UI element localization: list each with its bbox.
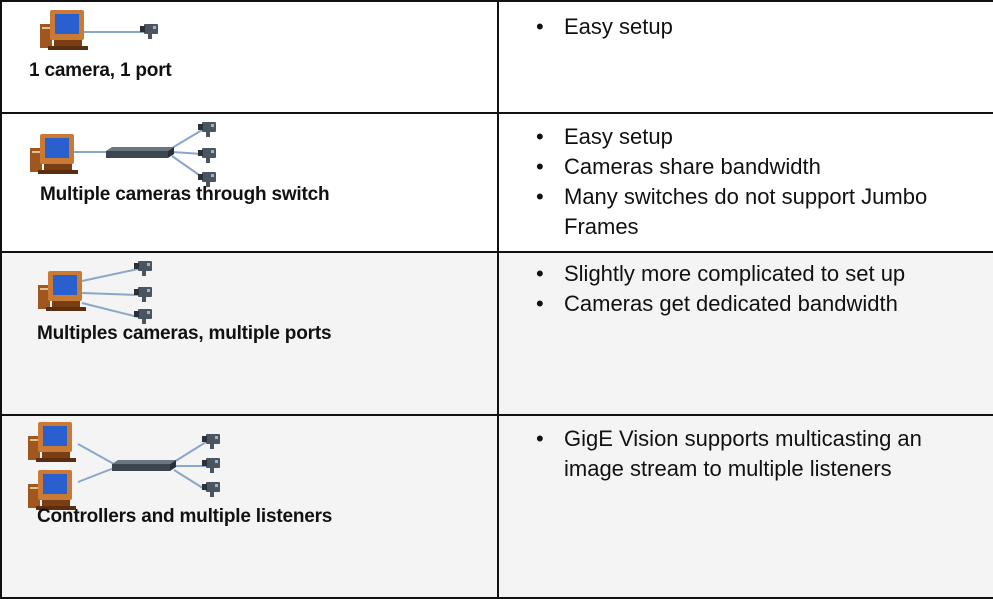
bullet-list: GigE Vision supports multicasting an ima… [536, 424, 973, 484]
configuration-cell: 1 camera, 1 port [0, 0, 499, 114]
network-switch-icon [112, 460, 176, 471]
computer-icon [40, 10, 88, 50]
camera-icon [134, 287, 152, 302]
bullet-list: Slightly more complicated to set up Came… [536, 259, 973, 319]
configuration-label: 1 camera, 1 port [29, 60, 172, 81]
bullet-item: Cameras get dedicated bandwidth [536, 289, 973, 319]
bullet-item: GigE Vision supports multicasting an ima… [536, 424, 973, 484]
table-row: Multiples cameras, multiple ports Slight… [0, 251, 993, 416]
multicast-diagram [28, 422, 220, 510]
camera-icon [202, 482, 220, 497]
table-row: Controllers and multiple listeners GigE … [0, 414, 993, 599]
configuration-label: Multiple cameras through switch [40, 184, 330, 205]
camera-icon [202, 458, 220, 473]
camera-icon [140, 24, 158, 39]
network-switch-icon [106, 147, 174, 158]
table-row: Multiple cameras through switch Easy set… [0, 112, 993, 253]
bullet-list: Easy setup Cameras share bandwidth Many … [536, 122, 973, 242]
camera-icon [198, 148, 216, 163]
configuration-label: Controllers and multiple listeners [37, 506, 333, 527]
configuration-cell: Controllers and multiple listeners [0, 414, 499, 599]
notes-cell: Slightly more complicated to set up Came… [497, 251, 993, 416]
configuration-label: Multiples cameras, multiple ports [37, 323, 332, 344]
notes-cell: GigE Vision supports multicasting an ima… [497, 414, 993, 599]
computer-icon [28, 470, 76, 510]
notes-cell: Easy setup Cameras share bandwidth Many … [497, 112, 993, 253]
camera-icon [134, 309, 152, 324]
configuration-cell: Multiples cameras, multiple ports [0, 251, 499, 416]
bullet-item: Easy setup [536, 122, 973, 152]
bullet-list: Easy setup [536, 12, 973, 42]
multiport-diagram [38, 261, 152, 324]
camera-icon [134, 261, 152, 276]
switch-diagram [30, 122, 216, 187]
camera-icon [202, 434, 220, 449]
single-camera-diagram [40, 10, 158, 50]
bullet-item: Easy setup [536, 12, 973, 42]
computer-icon [38, 271, 86, 311]
bullet-item: Cameras share bandwidth [536, 152, 973, 182]
computer-icon [28, 422, 76, 462]
bullet-item: Many switches do not support Jumbo Frame… [536, 182, 973, 242]
notes-cell: Easy setup [497, 0, 993, 114]
configuration-cell: Multiple cameras through switch [0, 112, 499, 253]
computer-icon [30, 134, 78, 174]
camera-icon [198, 122, 216, 137]
camera-icon [198, 172, 216, 187]
bullet-item: Slightly more complicated to set up [536, 259, 973, 289]
table-row: 1 camera, 1 port Easy setup [0, 0, 993, 114]
